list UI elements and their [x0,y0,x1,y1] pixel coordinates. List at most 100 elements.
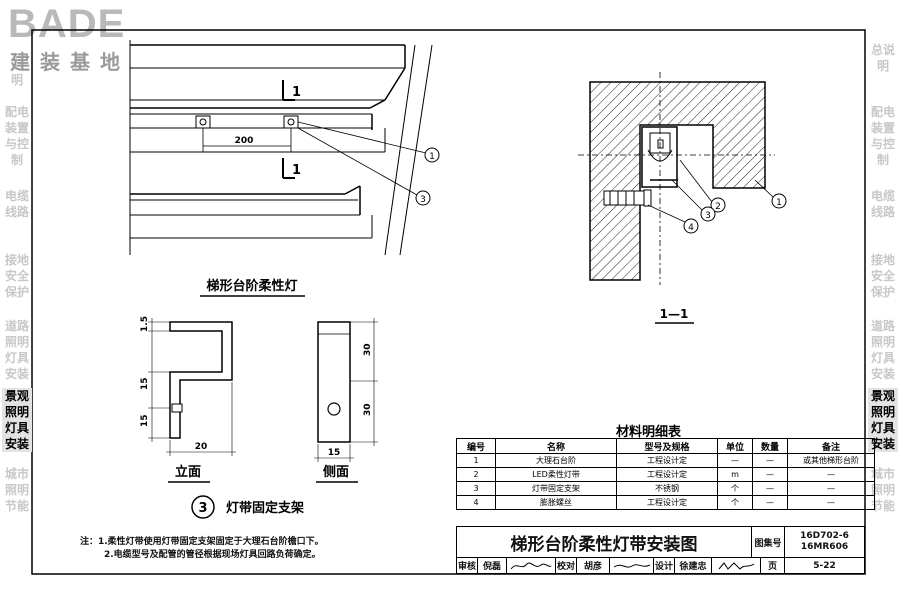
section-callout-3: 3 [705,211,711,221]
notes: 注：1.柔性灯带使用灯带固定支架固定于大理石台阶檐口下。 2.电缆型号及配管的管… [80,536,324,562]
table-cell: — [752,453,788,468]
side-dim-lower: 30 [363,403,373,416]
table-header-cell: 数量 [752,438,788,454]
materials-table: 编号 名称 型号及规格 单位 数量 备注 1 大理石台阶 工程设计定 — — 或… [456,438,875,510]
table-cell: 或其他梯形台阶 [787,453,875,468]
bracket-front-view [148,318,236,456]
sidebar-left-item-1: 明 [10,73,23,87]
table-cell: 个 [717,481,753,496]
table-cell: — [787,467,875,482]
table-row: 3 灯带固定支架 不锈钢 个 — — [456,481,875,496]
table-row: 1 大理石台阶 工程设计定 — — 或其他梯形台阶 [456,453,875,468]
section-mark-top: 1 [292,85,301,100]
table-header-cell: 备注 [787,438,875,454]
table-cell: 灯带固定支架 [495,481,617,496]
table-cell: 工程设计定 [616,495,718,510]
reviewer-signature [506,557,556,574]
sidebar-right-item-2: 配电装置与控制 [870,105,895,167]
table-cell: — [717,453,753,468]
table-row: 2 LED柔性灯带 工程设计定 m — — [456,467,875,482]
side-dim-width: 15 [328,448,341,458]
table-cell: 1 [456,453,496,468]
detail-number: 3 [198,501,207,516]
sidebar-left-item-3: 电缆线路 [4,189,29,219]
table-cell: 个 [717,495,753,510]
note-line: 注：1.柔性灯带使用灯带固定支架固定于大理石台阶檐口下。 [80,537,324,547]
materials-title: 材料明细表 [616,425,682,440]
review-label: 审核 [456,557,478,574]
section-view-title: 1—1 [660,307,689,321]
bracket-dim-lower: 15 [140,414,150,427]
sidebar-left-item-2: 配电装置与控制 [4,105,29,167]
bracket-front-title: 立面 [175,464,201,480]
sidebar-left-item-4: 接地安全保护 [4,253,29,299]
checker-signature [609,557,654,574]
table-cell: 大理石台阶 [495,453,617,468]
check-label: 校对 [555,557,577,574]
section-1-1 [578,72,787,285]
section-mark-bottom: 1 [292,163,301,178]
note-line: 2.电缆型号及配管的管径根据现场灯具回路负荷确定。 [104,550,321,560]
sidebar-right-item-6: 景观照明灯具安装 [868,388,898,452]
checker-name: 胡彦 [576,557,610,574]
table-cell: 3 [456,481,496,496]
sidebar-right-item-7: 城市照明节能 [870,467,895,513]
table-cell: — [787,495,875,510]
table-cell: — [752,495,788,510]
drawing-title: 梯形台阶柔性灯带安装图 [456,526,752,558]
atlas-number-1: 16D702-6 [800,531,849,541]
table-cell: LED柔性灯带 [495,467,617,482]
table-header-cell: 单位 [717,438,753,454]
designer-signature [711,557,761,574]
stair-callout-1: 1 [429,152,435,162]
table-cell: 工程设计定 [616,453,718,468]
table-header-row: 编号 名称 型号及规格 单位 数量 备注 [456,438,875,454]
table-cell: 2 [456,467,496,482]
sidebar-right-item-4: 接地安全保护 [870,253,895,299]
table-header-cell: 编号 [456,438,496,454]
atlas-number-2: 16MR606 [800,542,849,552]
design-label: 设计 [653,557,675,574]
dim-200: 200 [235,136,254,146]
table-cell: 膨胀螺丝 [495,495,617,510]
table-header-cell: 型号及规格 [616,438,718,454]
bracket-dim-top: 1.5 [140,316,150,332]
reviewer-name: 倪磊 [477,557,507,574]
section-callout-2: 2 [715,202,721,212]
designer-signature-mark [718,561,755,570]
table-cell: — [787,481,875,496]
sidebar-left-item-7: 城市照明节能 [4,467,29,513]
table-cell: 工程设计定 [616,467,718,482]
stair-callout-3: 3 [420,195,426,205]
table-cell: m [717,467,753,482]
atlas-label: 图集号 [751,526,785,558]
detail-title: 灯带固定支架 [226,500,304,516]
checker-signature-mark [613,563,650,568]
bracket-dim-width: 20 [195,442,208,452]
bracket-side-view [314,318,378,462]
side-dim-upper: 30 [363,343,373,356]
atlas-number: 16D702-6 16MR606 [784,526,865,558]
logo-subtitle: 建装基地 [10,50,130,74]
bracket-side-title: 侧面 [323,464,349,480]
table-header-cell: 名称 [495,438,617,454]
table-cell: — [752,467,788,482]
table-cell: 4 [456,495,496,510]
table-cell: — [752,481,788,496]
sidebar-right-item-3: 电缆线路 [870,189,895,219]
sidebar-right-item-1: 总说明 [870,43,895,73]
designer-name: 徐建忠 [674,557,712,574]
section-callout-4: 4 [688,223,694,233]
reviewer-signature-mark [510,562,552,569]
bade-logo: BADE 建装基地 [4,2,154,74]
stair-elevation [129,40,440,256]
sidebar-right-item-5: 道路照明灯具安装 [870,319,895,381]
table-row: 4 膨胀螺丝 工程设计定 个 — — [456,495,875,510]
page-label: 页 [760,557,785,574]
logo-letters: BADE [8,2,126,46]
stair-view-title: 梯形台阶柔性灯 [206,278,297,294]
table-cell: 不锈钢 [616,481,718,496]
sidebar-left-item-6: 景观照明灯具安装 [2,388,32,452]
detail-number-circle [191,495,215,519]
